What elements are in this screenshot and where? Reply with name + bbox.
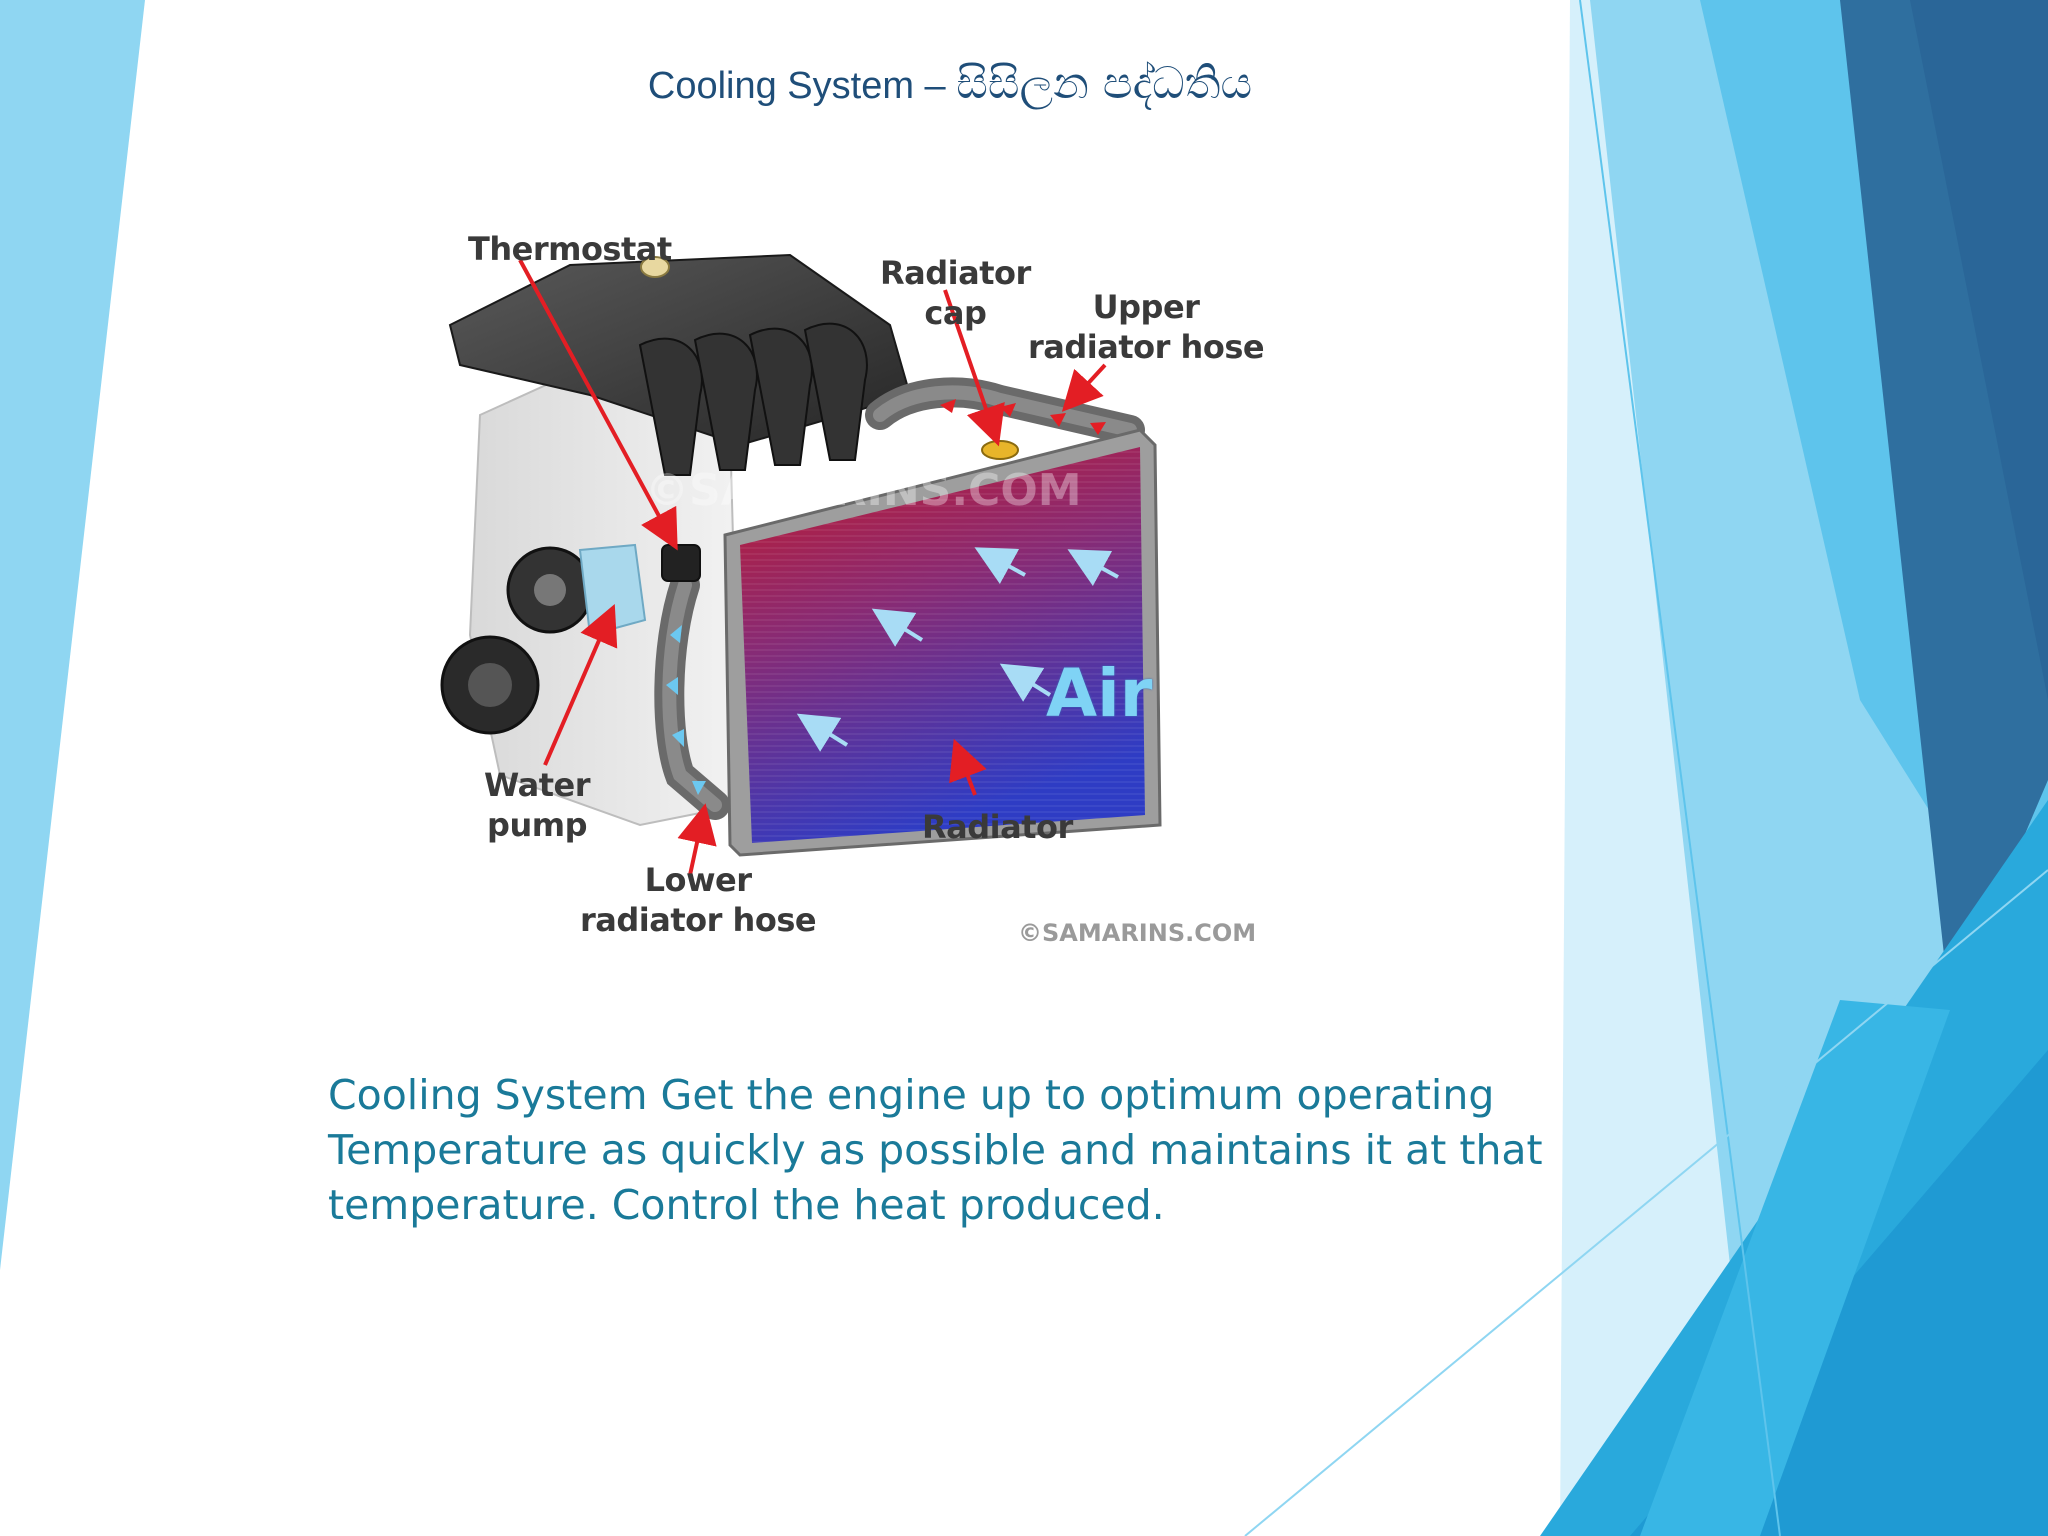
air-flow-arrows xyxy=(796,547,1119,752)
radiator-arrow xyxy=(949,738,987,796)
label-lower-radiator-hose-line1: Lower xyxy=(644,861,752,899)
thin-line-2 xyxy=(1244,869,2048,1536)
left-wedge xyxy=(0,0,145,1270)
intake-manifold xyxy=(638,322,868,476)
label-air: Air xyxy=(1046,655,1153,732)
water-pump-arrow xyxy=(543,603,618,766)
callout-arrows xyxy=(518,259,1107,876)
thermostat-housing xyxy=(661,544,701,582)
label-radiator-cap: Radiator cap xyxy=(880,253,1031,333)
label-radiator-cap-line2: cap xyxy=(924,294,987,332)
label-thermostat: Thermostat xyxy=(468,230,672,268)
label-radiator-cap-line1: Radiator xyxy=(880,254,1031,292)
radiator-cap xyxy=(981,440,1019,460)
label-upper-radiator-hose-line1: Upper xyxy=(1092,288,1200,326)
label-lower-radiator-hose: Lower radiator hose xyxy=(580,860,817,940)
radiator-cap-arrow xyxy=(943,289,1005,447)
lower-hose-arrow xyxy=(677,803,717,876)
label-lower-radiator-hose-line2: radiator hose xyxy=(580,901,817,939)
thin-line-1 xyxy=(1579,0,1781,1536)
diagram-watermark: ©SAMARINS.COM xyxy=(1018,919,1257,947)
label-water-pump-line1: Water xyxy=(484,766,591,804)
slide-title-english: Cooling System xyxy=(647,65,914,107)
lower-hose-flow-arrows xyxy=(666,625,706,795)
label-upper-radiator-hose: Upper radiator hose xyxy=(1028,287,1265,367)
cooling-system-diagram: ©SAMARINS.COM Thermostat Radiator cap Up… xyxy=(440,215,1265,975)
oil-cap xyxy=(640,256,670,278)
diagram-watermark-faint: ©SAMARINS.COM xyxy=(645,465,1082,516)
label-water-pump-line2: pump xyxy=(487,806,587,844)
right-shape-deep xyxy=(1910,0,2048,700)
slide-title-separator: – xyxy=(914,65,957,107)
slide-body-text: Cooling System Get the engine up to opti… xyxy=(328,1071,1543,1229)
label-water-pump: Water pump xyxy=(484,765,591,845)
upper-hose-arrow xyxy=(1061,363,1107,412)
slide-title-sinhala: සිසිලන පද්ධතිය xyxy=(956,58,1253,109)
thermostat-arrow xyxy=(518,259,678,551)
slide-title: Cooling System – සිසිලන පද්ධතිය xyxy=(560,58,1340,109)
right-shape-cyan xyxy=(1640,1000,1950,1536)
water-pump-housing xyxy=(578,543,647,637)
label-upper-radiator-hose-line2: radiator hose xyxy=(1028,328,1265,366)
label-radiator: Radiator xyxy=(922,808,1073,846)
engine-illustration xyxy=(440,253,1162,876)
